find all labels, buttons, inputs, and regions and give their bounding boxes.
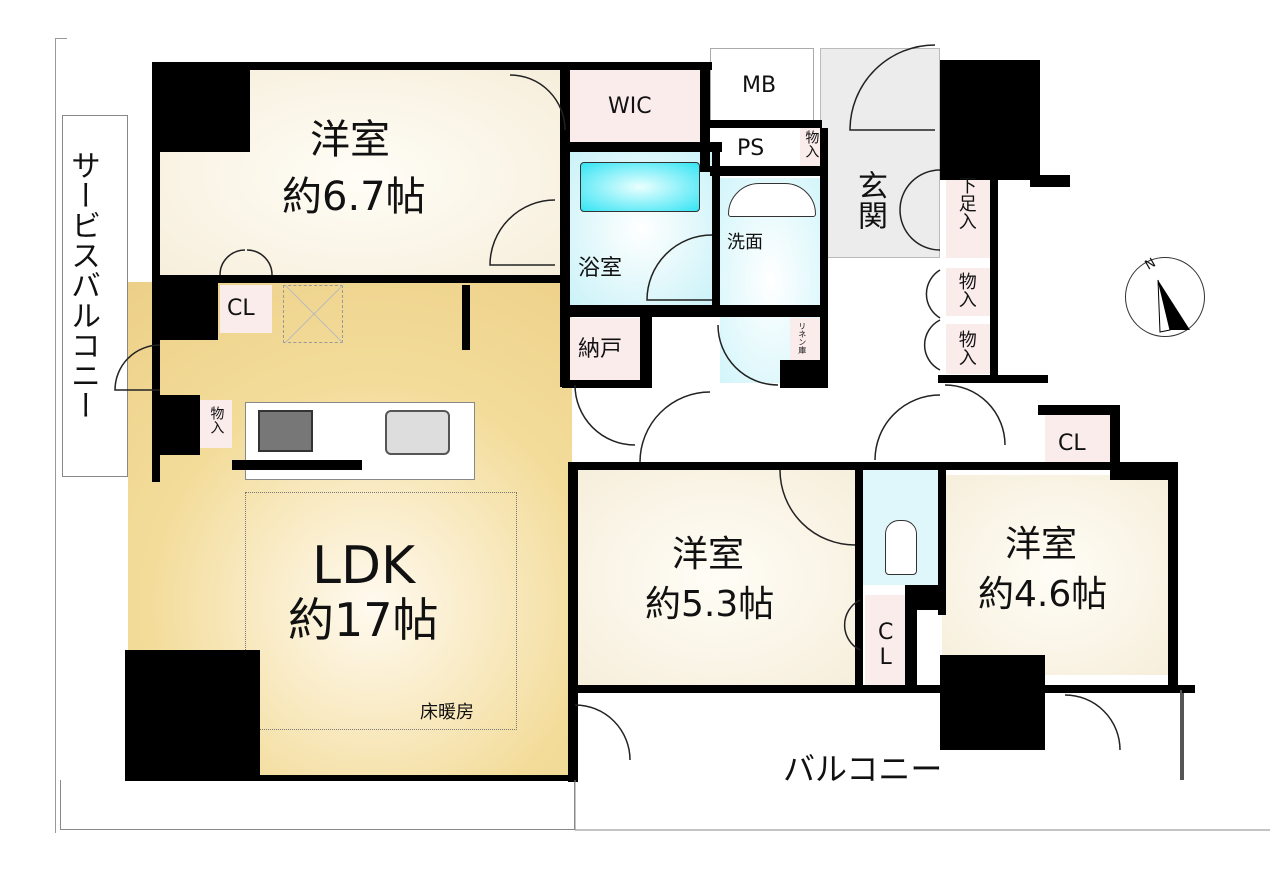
ldk-size: 約17帖 xyxy=(288,593,439,647)
ps-label: PS xyxy=(737,136,765,161)
entrance-label: 玄関 xyxy=(852,170,887,230)
balcony-label: バルコニー xyxy=(783,750,943,788)
storage-hall-2 xyxy=(946,324,990,374)
bathroom-label: 浴室 xyxy=(578,256,623,281)
entrance-floor xyxy=(820,48,940,258)
storeroom-label: 納戸 xyxy=(578,337,623,362)
floor-heating-area xyxy=(245,492,517,730)
storeroom xyxy=(570,318,640,380)
shoe-storage xyxy=(946,166,990,258)
storage-label-small: 物入 xyxy=(803,130,820,158)
stove-icon xyxy=(258,410,313,452)
storage-small xyxy=(800,128,822,166)
sink-icon xyxy=(385,410,450,455)
service-balcony-label: サービスバルコニー xyxy=(65,150,100,420)
room1-size: 約6.7帖 xyxy=(282,174,426,220)
mb-room xyxy=(710,48,814,122)
bathtub xyxy=(580,162,700,212)
compass xyxy=(1125,257,1205,337)
room3-size: 約4.6帖 xyxy=(978,574,1108,615)
storage-label-kitchen: 物入 xyxy=(208,406,225,434)
linen-label: リネン庫 xyxy=(797,322,807,354)
service-balcony-area xyxy=(55,38,67,833)
western-room-3 xyxy=(942,475,1170,675)
closet-vertical xyxy=(865,595,905,685)
ps-room xyxy=(710,128,794,166)
room1-name: 洋室 xyxy=(310,117,390,163)
room3-name: 洋室 xyxy=(1005,524,1078,565)
wash-basin xyxy=(728,183,816,217)
wic-label: WIC xyxy=(608,94,652,119)
closet-room1 xyxy=(220,285,272,333)
closet-label-top-right: CL xyxy=(1058,431,1086,456)
room2-size: 約5.3帖 xyxy=(645,584,775,625)
skylight-box xyxy=(283,285,343,343)
storage-label-hall-2: 物入 xyxy=(955,330,977,366)
storage-label-hall-1: 物入 xyxy=(955,272,977,308)
western-room-2 xyxy=(575,470,860,685)
wic-room xyxy=(568,70,700,142)
toilet-fixture xyxy=(885,520,917,575)
closet-label-vertical: CL xyxy=(873,620,899,670)
closet-label-room1: CL xyxy=(227,296,255,321)
room2-name: 洋室 xyxy=(672,534,745,575)
mb-label: MB xyxy=(742,73,777,98)
floor-heating-label: 床暖房 xyxy=(420,702,474,723)
linen-storage xyxy=(790,318,820,360)
shoe-storage-label: 下足入 xyxy=(955,176,977,230)
storage-kitchen xyxy=(200,400,232,448)
storage-hall-1 xyxy=(946,268,990,316)
closet-top-right xyxy=(1045,415,1110,470)
service-balcony xyxy=(62,115,128,477)
ldk-name: LDK xyxy=(312,536,416,596)
washroom-label: 洗面 xyxy=(727,232,763,253)
